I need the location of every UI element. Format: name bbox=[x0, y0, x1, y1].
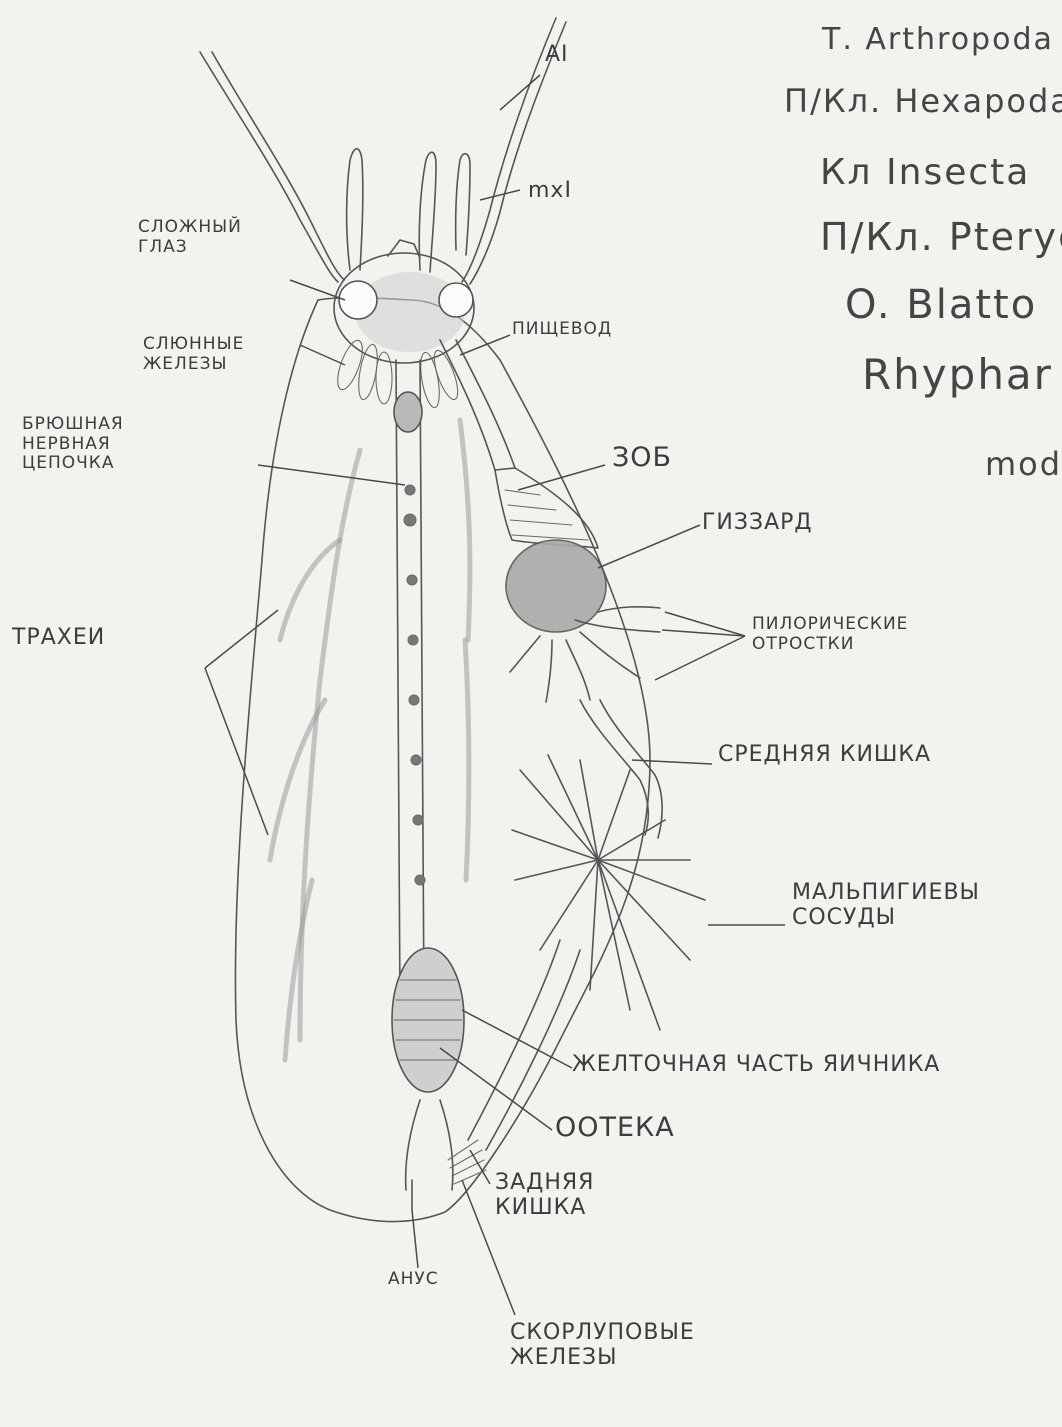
label-yolk-ovary: ЖЕЛТОЧНАЯ ЧАСТЬ ЯИЧНИКА bbox=[572, 1052, 940, 1077]
gizzard bbox=[506, 540, 606, 632]
label-salivary-glands: СЛЮННЫЕ ЖЕЛЕЗЫ bbox=[143, 335, 244, 374]
label-ootheca: ООТЕКА bbox=[555, 1112, 675, 1143]
label-esophagus: ПИЩЕВОД bbox=[512, 320, 612, 340]
label-shell-glands: СКОРЛУПОВЫЕ ЖЕЛЕЗЫ bbox=[510, 1320, 695, 1371]
ootheca bbox=[406, 1100, 453, 1190]
right-compound-eye bbox=[439, 283, 473, 317]
taxonomy-order: O. Blatto bbox=[845, 282, 1037, 328]
left-maxillary-palp bbox=[347, 149, 363, 270]
taxonomy-species: Rhyphar bbox=[862, 350, 1053, 399]
label-compound-eye: СЛОЖНЫЙ ГЛАЗ bbox=[138, 218, 242, 257]
right-maxillary-palp bbox=[456, 154, 470, 255]
label-ventral-nerve-cord: БРЮШНАЯ НЕРВНАЯ ЦЕПОЧКА bbox=[22, 415, 124, 474]
label-midgut: СРЕДНЯЯ КИШКА bbox=[718, 742, 931, 767]
midgut bbox=[580, 700, 662, 838]
crop bbox=[495, 468, 598, 548]
label-anus: АНУС bbox=[388, 1270, 439, 1290]
taxonomy-subclass: П/Кл. Pteryg bbox=[820, 215, 1062, 259]
leader-lines bbox=[205, 75, 785, 1315]
label-malpighian-tubules: МАЛЬПИГИЕВЫ СОСУДЫ bbox=[792, 880, 980, 931]
ventral-nerve-cord bbox=[394, 360, 425, 1000]
crop-striations bbox=[505, 490, 588, 540]
label-gizzard: ГИЗЗАРД bbox=[702, 510, 813, 535]
shell-glands bbox=[448, 1140, 486, 1184]
label-tracheae: ТРАХЕИ bbox=[12, 625, 105, 650]
taxonomy-species-2: mod bbox=[985, 445, 1062, 483]
taxonomy-class: Кл Insecta bbox=[820, 152, 1030, 193]
taxonomy-subtype: П/Кл. Hexapoda bbox=[784, 82, 1062, 120]
label-maxilla: mxI bbox=[528, 178, 572, 203]
label-hindgut: ЗАДНЯЯ КИШКА bbox=[495, 1170, 594, 1221]
labrum bbox=[388, 240, 420, 258]
label-pyloric-processes: ПИЛОРИЧЕСКИЕ ОТРОСТКИ bbox=[752, 615, 908, 654]
esophagus bbox=[440, 340, 515, 470]
right-antenna bbox=[462, 18, 556, 282]
label-crop: ЗОБ bbox=[612, 442, 672, 473]
label-antenna: AI bbox=[545, 42, 569, 67]
taxonomy-type: Т. Arthropoda bbox=[822, 22, 1054, 57]
